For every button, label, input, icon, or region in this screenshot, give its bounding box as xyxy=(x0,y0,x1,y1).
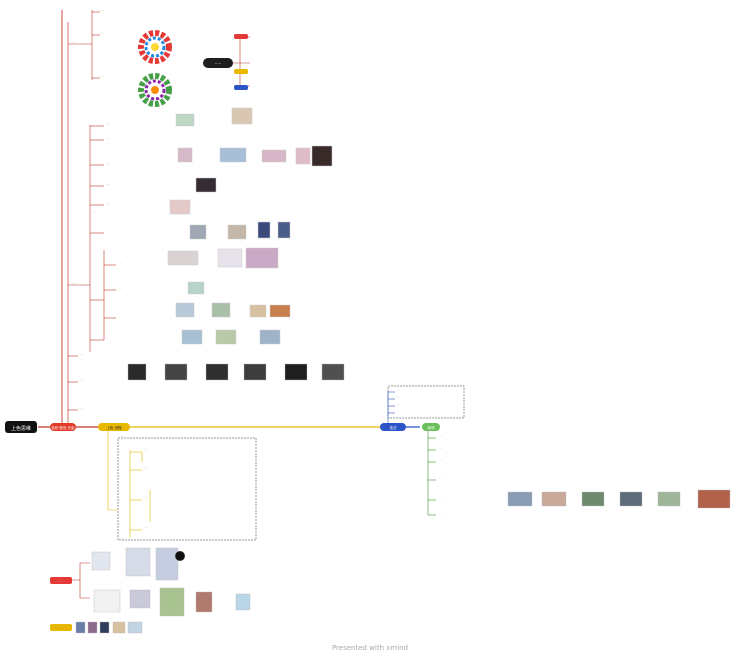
svg-text:·····: ····· xyxy=(396,396,400,399)
yellow-dashed-box xyxy=(117,437,257,541)
red-label-strip: ····· ····· ····· ····· ····· ····· ····… xyxy=(106,123,122,318)
branch-node-green[interactable]: 案例 xyxy=(422,423,440,431)
label-color-theory: ····· xyxy=(70,40,75,44)
branch-node-blue[interactable]: 技法 xyxy=(380,423,406,431)
svg-text:·····: ····· xyxy=(59,626,64,630)
svg-text:·····: ····· xyxy=(106,123,110,126)
svg-text:·····: ····· xyxy=(120,537,124,540)
red-labels: ····· ····· ····· ····· ····· ····· ····… xyxy=(70,8,105,410)
red-thumbnails xyxy=(167,107,333,345)
red-bottom-connector xyxy=(72,562,90,599)
svg-text:·····: ····· xyxy=(100,8,105,12)
green-labels: ····· ····· ····· ····· ····· ····· xyxy=(438,435,442,515)
svg-text:·····: ····· xyxy=(106,202,110,205)
yellow-bottom-thumbnails xyxy=(75,621,143,634)
svg-text:·····: ····· xyxy=(396,410,400,413)
svg-text:·····: ····· xyxy=(144,448,148,451)
green-connectors xyxy=(427,431,436,516)
svg-text:·····: ····· xyxy=(92,209,97,213)
floating-topic-red-bottom[interactable]: ····· xyxy=(50,577,72,584)
branch-node-yellow[interactable]: 上色·流程 xyxy=(98,423,130,431)
svg-text:·····: ····· xyxy=(78,406,83,410)
svg-text:·····: ····· xyxy=(144,466,148,469)
svg-text:·····: ····· xyxy=(78,352,83,356)
blue-labels: ····· ····· ····· ····· xyxy=(396,389,400,413)
color-wheel-2 xyxy=(138,73,172,107)
floating-topic-yellow-bottom[interactable]: ····· xyxy=(50,624,72,631)
floating-top-connector xyxy=(233,36,250,87)
svg-text:·····: ····· xyxy=(396,389,400,392)
svg-text:·····: ····· xyxy=(106,183,110,186)
svg-text:·····: ····· xyxy=(118,315,122,318)
svg-text:·····: ····· xyxy=(120,435,124,438)
svg-text:·····: ····· xyxy=(100,74,105,78)
dark-thumbnail-strip xyxy=(127,363,345,381)
red-branch-ticks xyxy=(68,10,116,411)
svg-text:·····: ····· xyxy=(106,137,110,140)
green-thumbnail-strip xyxy=(507,489,731,509)
svg-text:·····: ····· xyxy=(215,61,221,66)
svg-text:·····: ····· xyxy=(59,579,64,583)
floating-topic-right-top[interactable]: ····· xyxy=(203,58,233,68)
color-wheel-1 xyxy=(138,30,172,64)
svg-text:·····: ····· xyxy=(438,459,442,462)
svg-text:·····: ····· xyxy=(118,287,122,290)
xmind-watermark: Presented with xmind xyxy=(331,644,409,652)
branch-node-left[interactable]: 色彩·配色·光影 xyxy=(50,423,76,431)
yellow-labels: ····· ····· ····· ····· ····· ····· xyxy=(120,435,148,540)
svg-text:·····: ····· xyxy=(438,477,442,480)
svg-text:·····: ····· xyxy=(396,403,400,406)
blue-connectors xyxy=(387,391,395,427)
svg-text:·····: ····· xyxy=(100,31,105,35)
floating-top-tag-red xyxy=(234,34,248,39)
svg-text:技法: 技法 xyxy=(390,425,398,430)
svg-text:色彩·配色·光影: 色彩·配色·光影 xyxy=(51,425,75,430)
floating-top-tag-yellow xyxy=(234,69,248,74)
svg-text:·····: ····· xyxy=(144,496,148,499)
svg-text:·····: ····· xyxy=(438,447,442,450)
svg-text:·····: ····· xyxy=(144,526,148,529)
svg-text:·····: ····· xyxy=(438,435,442,438)
floating-top-tag-blue xyxy=(234,85,248,90)
label-light-shadow: ····· xyxy=(72,281,77,285)
svg-text:·····: ····· xyxy=(438,497,442,500)
svg-text:·····: ····· xyxy=(438,512,442,515)
svg-text:案例: 案例 xyxy=(428,425,436,430)
yellow-connectors xyxy=(107,431,151,538)
svg-text:·····: ····· xyxy=(118,262,122,265)
bottom-thumbnails xyxy=(91,547,251,617)
svg-text:·····: ····· xyxy=(106,162,110,165)
svg-text:·····: ····· xyxy=(78,378,83,382)
svg-text:上色·流程: 上色·流程 xyxy=(106,425,122,430)
central-topic[interactable]: 上色思维 xyxy=(5,421,37,433)
svg-text:上色思维: 上色思维 xyxy=(11,425,31,432)
